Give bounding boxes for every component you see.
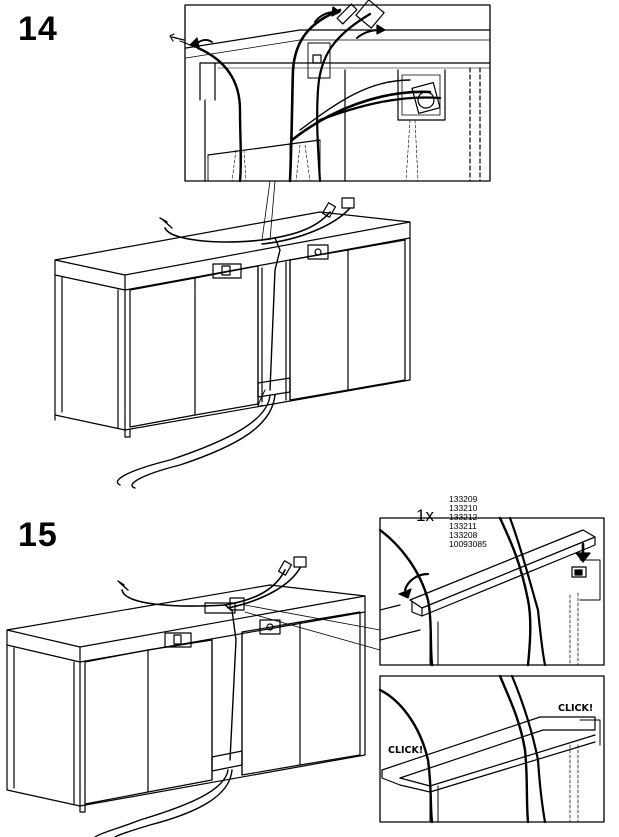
- click-label-left: CLICK!: [388, 745, 424, 756]
- part-number: 133208: [449, 530, 478, 540]
- step15-detail-inset-top: [378, 516, 605, 667]
- step15-detail-inset-bottom: [378, 674, 605, 824]
- part-number: 133211: [449, 521, 477, 531]
- quantity-label: 1x: [416, 506, 434, 525]
- step-number-14: 14: [18, 10, 58, 48]
- part-number: 133210: [449, 503, 478, 513]
- part-number: 133209: [449, 494, 478, 504]
- part-number-list: 133209 133210 133212 133211 133208 10093…: [449, 495, 487, 549]
- step15-cabinet: [6, 556, 381, 837]
- step14-detail-inset: [169, 0, 491, 183]
- step14-cabinet: [54, 197, 411, 489]
- step-number-15: 15: [18, 516, 58, 554]
- part-number: 10093085: [449, 539, 487, 549]
- part-number: 133212: [449, 512, 478, 522]
- click-label-right: CLICK!: [558, 703, 594, 714]
